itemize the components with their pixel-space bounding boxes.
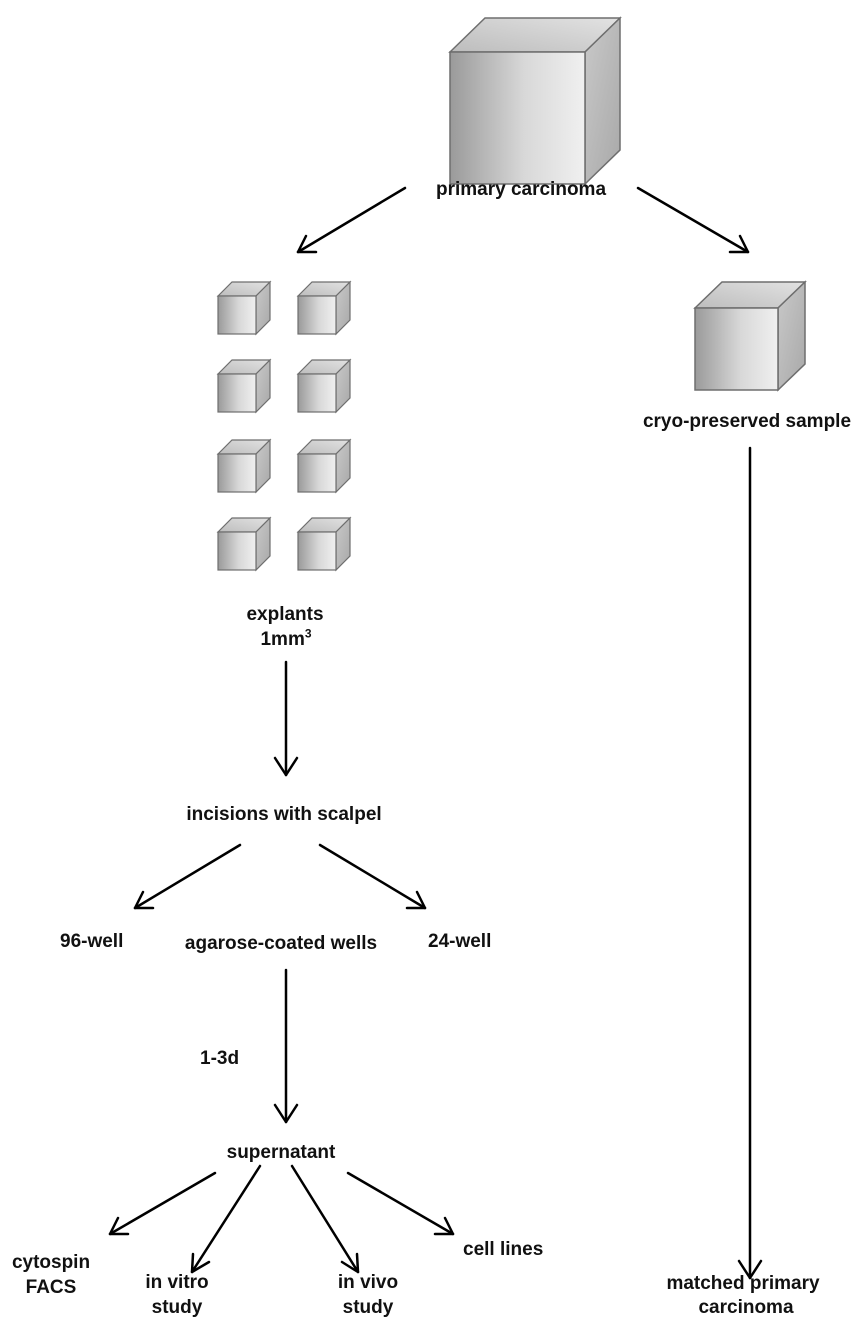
facs-label: FACS	[25, 1277, 77, 1298]
arrow-primary-to-explants	[296, 186, 407, 254]
primary-carcinoma-cube	[448, 16, 622, 186]
arrow-incisions-to-96well	[133, 843, 242, 910]
cell-lines-label: cell lines	[463, 1239, 544, 1260]
explant-cubes	[216, 280, 352, 572]
supernatant-label: supernatant	[226, 1142, 336, 1163]
in-vivo-study-label: study	[342, 1297, 394, 1318]
arrow-supernatant-to-cytospin	[108, 1171, 217, 1236]
in-vivo-label: in vivo	[337, 1272, 399, 1293]
in-vitro-study-label: study	[151, 1297, 203, 1318]
96-well-label: 96-well	[60, 931, 124, 952]
explant-cube	[296, 280, 352, 336]
cryo-preserved-sample-label: cryo-preserved sample	[642, 411, 852, 432]
cytospin-label: cytospin	[11, 1252, 91, 1273]
arrow-wells-to-supernatant	[273, 968, 299, 1124]
agarose-coated-wells-label: agarose-coated wells	[184, 933, 378, 954]
explants-size-exponent: 3	[304, 626, 312, 641]
duration-label: 1-3d	[200, 1048, 240, 1069]
in-vitro-label: in vitro	[145, 1272, 209, 1293]
explant-cube	[216, 358, 272, 414]
explants-label: explants	[246, 604, 324, 625]
matched-primary-label: matched primary	[666, 1273, 820, 1294]
explant-cube	[296, 358, 352, 414]
arrow-cryo-to-matched	[737, 446, 763, 1280]
primary-carcinoma-label: primary carcinoma	[435, 179, 607, 200]
arrow-supernatant-to-celllines	[346, 1171, 455, 1236]
arrow-incisions-to-24well	[318, 843, 427, 910]
explant-cube	[216, 438, 272, 494]
explant-cube	[216, 280, 272, 336]
explant-cube	[296, 516, 352, 572]
arrow-primary-to-cryo	[636, 186, 750, 254]
matched-carcinoma-label: carcinoma	[698, 1297, 794, 1318]
arrow-supernatant-to-invitro	[190, 1164, 262, 1274]
arrow-supernatant-to-invivo	[290, 1164, 360, 1274]
explant-cube	[216, 516, 272, 572]
arrow-explants-to-incisions	[273, 660, 299, 777]
explants-size-value: 1mm	[260, 629, 305, 650]
24-well-label: 24-well	[428, 931, 492, 952]
cryo-sample-cube	[693, 280, 807, 392]
explants-size-label: 1mm3	[260, 628, 311, 652]
explant-cube	[296, 438, 352, 494]
incisions-label: incisions with scalpel	[186, 804, 382, 825]
